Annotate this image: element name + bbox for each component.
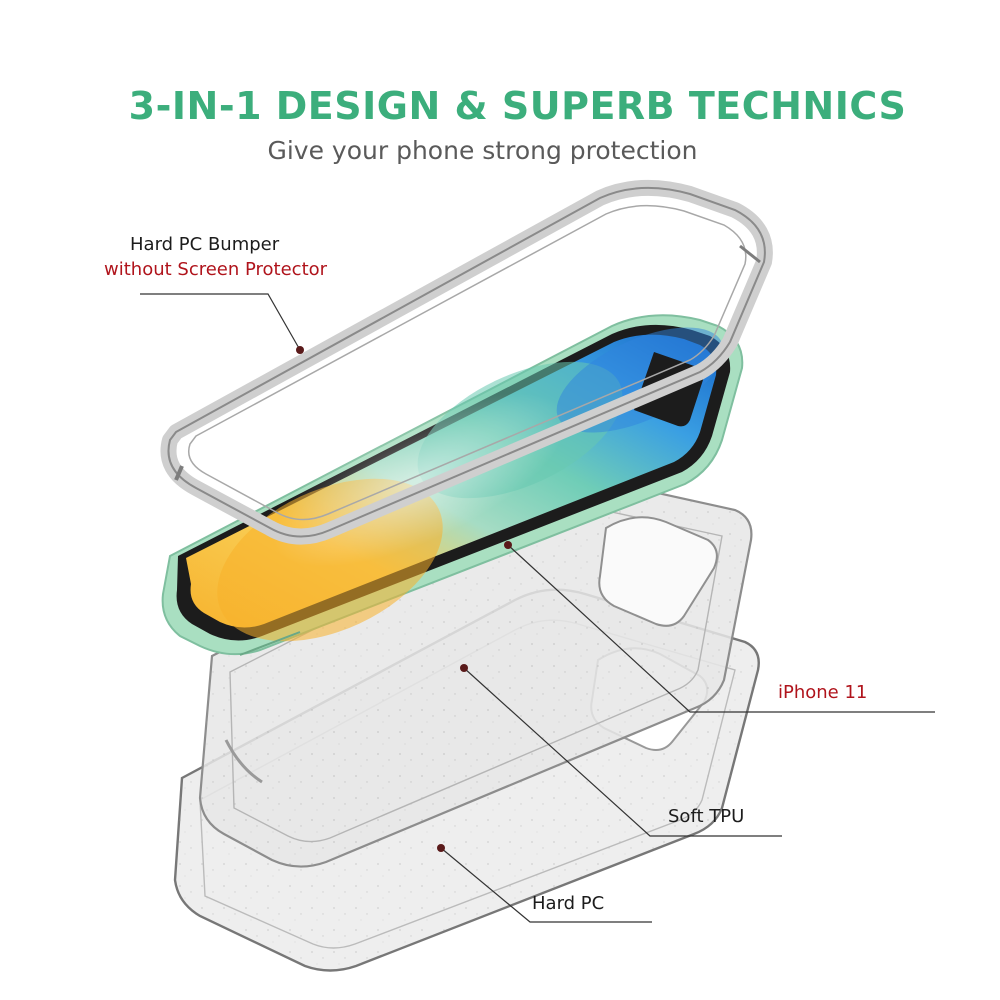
callout-label-hard-pc-bumper: Hard PC Bumper bbox=[130, 234, 280, 255]
callout-label-soft-tpu: Soft TPU bbox=[668, 806, 745, 827]
callout-dot-iphone bbox=[504, 541, 512, 549]
headline: 3-IN-1 DESIGN & SUPERB TECHNICS bbox=[128, 84, 907, 128]
callout-line-iphone bbox=[507, 544, 935, 713]
callout-label-no-screen-protector: without Screen Protector bbox=[104, 259, 328, 280]
callout-label-iphone: iPhone 11 bbox=[778, 682, 868, 703]
callout-line-pc bbox=[440, 847, 652, 923]
callout-dot-tpu bbox=[460, 664, 468, 672]
callout-lines bbox=[140, 293, 935, 923]
hard-pc-bumper bbox=[160, 179, 773, 545]
callout-dot-bumper bbox=[296, 346, 304, 354]
subheadline: Give your phone strong protection bbox=[267, 136, 698, 165]
callout-line-bumper bbox=[140, 293, 301, 351]
callout-line-tpu bbox=[463, 667, 782, 837]
callout-label-hard-pc: Hard PC bbox=[532, 893, 605, 914]
callout-dot-pc bbox=[437, 844, 445, 852]
